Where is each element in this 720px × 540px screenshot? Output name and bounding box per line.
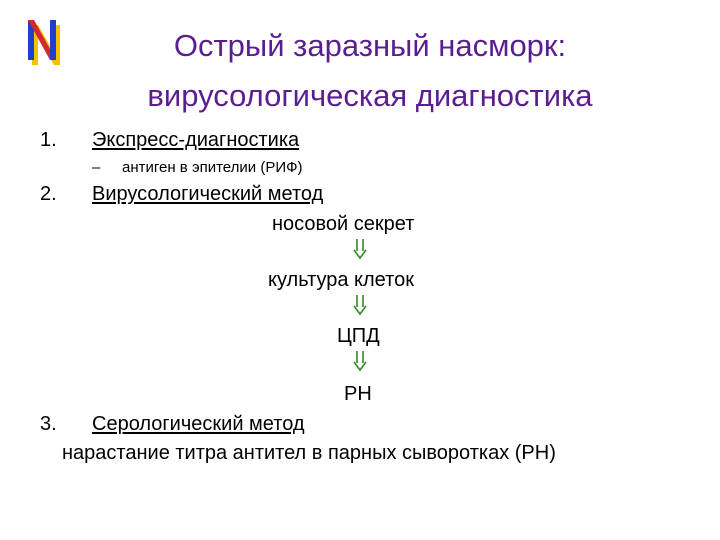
list-number-2: 2. [40, 183, 57, 205]
logo-n-icon [22, 12, 64, 68]
sub-item-antigen: антиген в эпителии (РИФ) [122, 159, 303, 176]
list-number-1: 1. [40, 129, 57, 151]
flow-step-nasal-secretion: носовой секрет [272, 213, 415, 235]
list-item-express-diagnostics: Экспресс-диагностика [92, 129, 300, 151]
double-down-arrow-icon [352, 238, 368, 260]
list-item-virological-method: Вирусологический метод [92, 183, 324, 205]
double-down-arrow-icon [352, 294, 368, 316]
list-number-3: 3. [40, 413, 57, 435]
double-down-arrow-icon [352, 350, 368, 372]
page-title-line-1: Острый заразный насморк: [173, 28, 567, 63]
serology-detail: нарастание титра антител в парных сыворо… [62, 442, 556, 464]
sub-item-dash: – [92, 159, 101, 176]
flow-step-neutralization: РН [344, 383, 372, 405]
list-item-serological-method: Серологический метод [92, 413, 305, 435]
page-title-line-2: вирусологическая диагностика [147, 78, 593, 113]
flow-step-cpe: ЦПД [337, 325, 380, 347]
flow-step-cell-culture: культура клеток [268, 269, 414, 291]
